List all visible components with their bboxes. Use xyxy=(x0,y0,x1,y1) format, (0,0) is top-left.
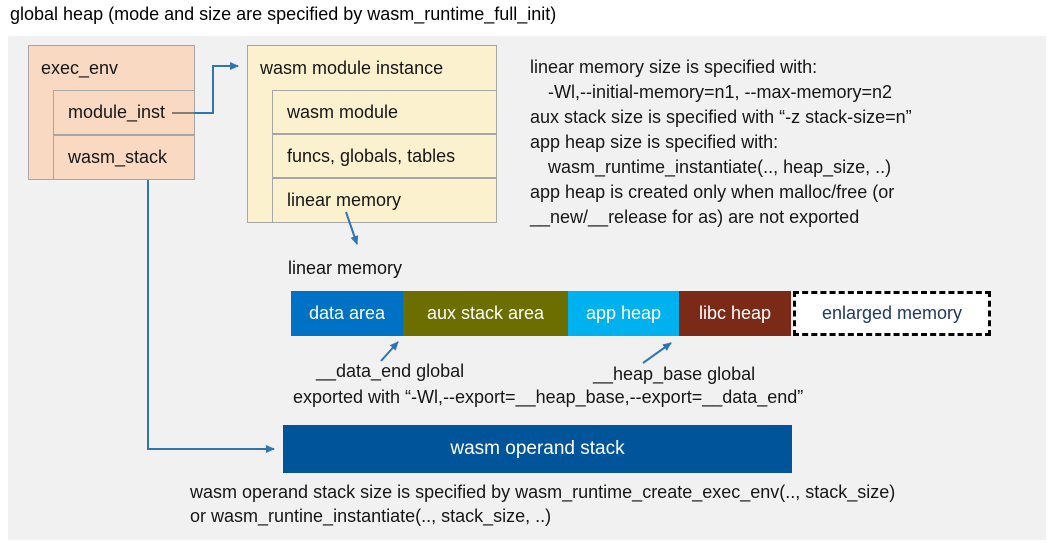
note-line: app heap is created only when malloc/fre… xyxy=(530,182,895,202)
exec-env-header: exec_env xyxy=(41,58,119,78)
exec-env-row-wasm-stack: wasm_stack xyxy=(53,135,195,180)
segment-libc-heap: libc heap xyxy=(679,291,791,336)
module-instance-row-funcs-globals-tables: funcs, globals, tables xyxy=(272,134,497,178)
module-instance-row-linear-memory: linear memory xyxy=(272,178,497,223)
module-instance-header: wasm module instance xyxy=(260,58,444,78)
footer-line: wasm operand stack size is specified by … xyxy=(190,482,896,502)
note-line: linear memory size is specified with: xyxy=(530,57,818,77)
note-line: app heap size is specified with: xyxy=(530,132,779,152)
note-line: wasm_runtime_instantiate(.., heap_size, … xyxy=(548,157,892,177)
wasm-operand-stack-bar: wasm operand stack xyxy=(283,425,792,473)
diagram-title: global heap (mode and size are specified… xyxy=(10,4,557,24)
exported-with-label: exported with “-Wl,--export=__heap_base,… xyxy=(293,387,804,407)
segment-enlarged-memory: enlarged memory xyxy=(793,291,991,336)
linear-memory-label: linear memory xyxy=(288,258,403,278)
data-end-global-label: __data_end global xyxy=(316,361,465,381)
heap-base-global-label: __heap_base global xyxy=(593,364,756,384)
segment-aux-stack-area: aux stack area xyxy=(403,291,568,336)
footer-block: wasm operand stack size is specified by … xyxy=(190,480,895,528)
segment-app-heap: app heap xyxy=(568,291,679,336)
notes-block: linear memory size is specified with: -W… xyxy=(530,55,912,230)
note-line: -Wl,--initial-memory=n1, --max-memory=n2 xyxy=(548,82,893,102)
note-line: __new/__release for as) are not exported xyxy=(530,207,860,227)
exec-env-row-module-inst: module_inst xyxy=(53,90,195,135)
footer-line: or wasm_runtine_instantiate(.., stack_si… xyxy=(190,506,552,526)
module-instance-row-wasm-module: wasm module xyxy=(272,90,497,134)
note-line: aux stack size is specified with “-z sta… xyxy=(530,107,912,127)
segment-data-area: data area xyxy=(291,291,403,336)
